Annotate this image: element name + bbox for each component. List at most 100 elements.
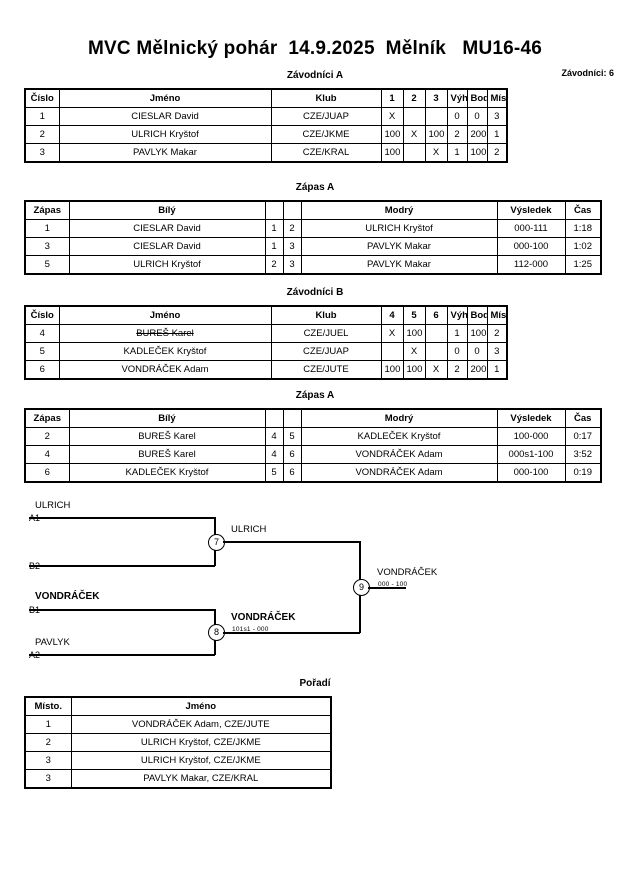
col-misto: Místo. bbox=[24, 696, 72, 716]
col-num-white bbox=[264, 408, 284, 428]
cell-score-1: 100 bbox=[380, 125, 404, 144]
col-vyhra: Výhra bbox=[446, 88, 468, 108]
col-bily: Bílý bbox=[68, 200, 266, 220]
col-zapas: Zápas bbox=[24, 200, 70, 220]
matches-a-caption: Zápas A bbox=[295, 182, 335, 193]
col-jmeno: Jméno bbox=[58, 88, 272, 108]
cell-score-3: X bbox=[424, 143, 448, 163]
col-cas: Čas bbox=[564, 408, 602, 428]
cell-modry: VONDRÁČEK Adam bbox=[300, 445, 498, 464]
bracket-rail-3 bbox=[29, 654, 215, 656]
cell-vyhra: 2 bbox=[446, 360, 468, 380]
cell-jmeno: VONDRÁČEK Adam, CZE/JUTE bbox=[70, 715, 332, 734]
bracket-slot-name-0: ULRICH bbox=[35, 500, 71, 511]
cell-cas: 1:25 bbox=[564, 255, 602, 275]
col-jmeno: Jméno bbox=[58, 305, 272, 325]
col-misto: Místo. bbox=[486, 88, 508, 108]
col-body: Body bbox=[466, 305, 488, 325]
cell-vysledek: 100-000 bbox=[496, 427, 566, 446]
cell-zapas: 4 bbox=[24, 445, 70, 464]
cell-modry: VONDRÁČEK Adam bbox=[300, 463, 498, 483]
cell-cislo: 3 bbox=[24, 143, 60, 163]
cell-score-2 bbox=[402, 143, 426, 163]
cell-cas: 1:18 bbox=[564, 219, 602, 238]
cell-num-blue: 2 bbox=[282, 219, 302, 238]
cell-klub: CZE/JKME bbox=[270, 125, 382, 144]
col-num-blue bbox=[282, 408, 302, 428]
cell-misto: 1 bbox=[486, 360, 508, 380]
cell-num-white: 4 bbox=[264, 445, 284, 464]
cell-cislo: 2 bbox=[24, 125, 60, 144]
cell-modry: PAVLYK Makar bbox=[300, 255, 498, 275]
cell-cas: 1:02 bbox=[564, 237, 602, 256]
cell-cas: 0:19 bbox=[564, 463, 602, 483]
cell-num-blue: 3 bbox=[282, 255, 302, 275]
table-header-row: Číslo Jméno Klub 1 2 3 Výhra Body Místo. bbox=[24, 88, 508, 108]
cell-score-3 bbox=[424, 324, 448, 343]
cell-jmeno: ULRICH Kryštof bbox=[58, 125, 272, 144]
cell-bily: ULRICH Kryštof bbox=[68, 255, 266, 275]
cell-num-white: 4 bbox=[264, 427, 284, 446]
cell-vyhra: 2 bbox=[446, 125, 468, 144]
cell-score-1: X bbox=[380, 107, 404, 126]
col-m1: 1 bbox=[380, 88, 404, 108]
cell-score-2: 100 bbox=[402, 360, 426, 380]
bracket-rail-0 bbox=[29, 517, 215, 519]
cell-misto: 3 bbox=[486, 107, 508, 126]
col-num-white bbox=[264, 200, 284, 220]
cell-cislo: 5 bbox=[24, 342, 60, 361]
cell-score-3 bbox=[424, 342, 448, 361]
entrants-count: Závodníci: 6 bbox=[561, 68, 614, 78]
cell-body: 200 bbox=[466, 125, 488, 144]
cell-score-3: X bbox=[424, 360, 448, 380]
cell-modry: ULRICH Kryštof bbox=[300, 219, 498, 238]
cell-jmeno: CIESLAR David bbox=[58, 107, 272, 126]
bracket-node-8-winner: VONDRÁČEK bbox=[231, 612, 296, 623]
bracket-node-7[interactable]: 7 bbox=[208, 534, 225, 551]
col-misto: Místo. bbox=[486, 305, 508, 325]
cell-num-blue: 6 bbox=[282, 445, 302, 464]
standings-caption: Pořadí bbox=[299, 678, 331, 689]
cell-vysledek: 000-111 bbox=[496, 219, 566, 238]
bracket-slot-name-3: PAVLYK bbox=[35, 637, 70, 648]
cell-score-1: 100 bbox=[380, 360, 404, 380]
cell-body: 100 bbox=[466, 143, 488, 163]
cell-jmeno: BUREŠ Karel bbox=[58, 324, 272, 343]
cell-vyhra: 0 bbox=[446, 107, 468, 126]
cell-score-3: 100 bbox=[424, 125, 448, 144]
bracket-node-8-score: 101s1 - 000 bbox=[232, 626, 269, 633]
cell-vyhra: 1 bbox=[446, 324, 468, 343]
col-body: Body bbox=[466, 88, 488, 108]
pool-b-table: Číslo Jméno Klub 4 5 6 Výhra Body Místo.… bbox=[24, 305, 508, 380]
cell-score-2 bbox=[402, 107, 426, 126]
elimination-bracket: ULRICH A1 B2 7 ULRICH VONDRÁČEK B1 PAVLY… bbox=[0, 495, 630, 675]
cell-score-2: X bbox=[402, 125, 426, 144]
cell-vysledek: 112-000 bbox=[496, 255, 566, 275]
cell-num-blue: 6 bbox=[282, 463, 302, 483]
cell-klub: CZE/JUEL bbox=[270, 324, 382, 343]
table-header-row: Místo. Jméno bbox=[24, 696, 332, 716]
cell-num-blue: 5 bbox=[282, 427, 302, 446]
cell-body: 200 bbox=[466, 360, 488, 380]
col-num-blue bbox=[282, 200, 302, 220]
col-cislo: Číslo bbox=[24, 88, 60, 108]
cell-vysledek: 000-100 bbox=[496, 463, 566, 483]
cell-bily: BUREŠ Karel bbox=[68, 445, 266, 464]
cell-vysledek: 000s1-100 bbox=[496, 445, 566, 464]
cell-cas: 3:52 bbox=[564, 445, 602, 464]
cell-body: 100 bbox=[466, 324, 488, 343]
cell-modry: PAVLYK Makar bbox=[300, 237, 498, 256]
cell-klub: CZE/JUTE bbox=[270, 360, 382, 380]
cell-num-white: 1 bbox=[264, 219, 284, 238]
cell-misto: 1 bbox=[24, 715, 72, 734]
cell-jmeno: PAVLYK Makar, CZE/KRAL bbox=[70, 769, 332, 789]
cell-zapas: 3 bbox=[24, 237, 70, 256]
